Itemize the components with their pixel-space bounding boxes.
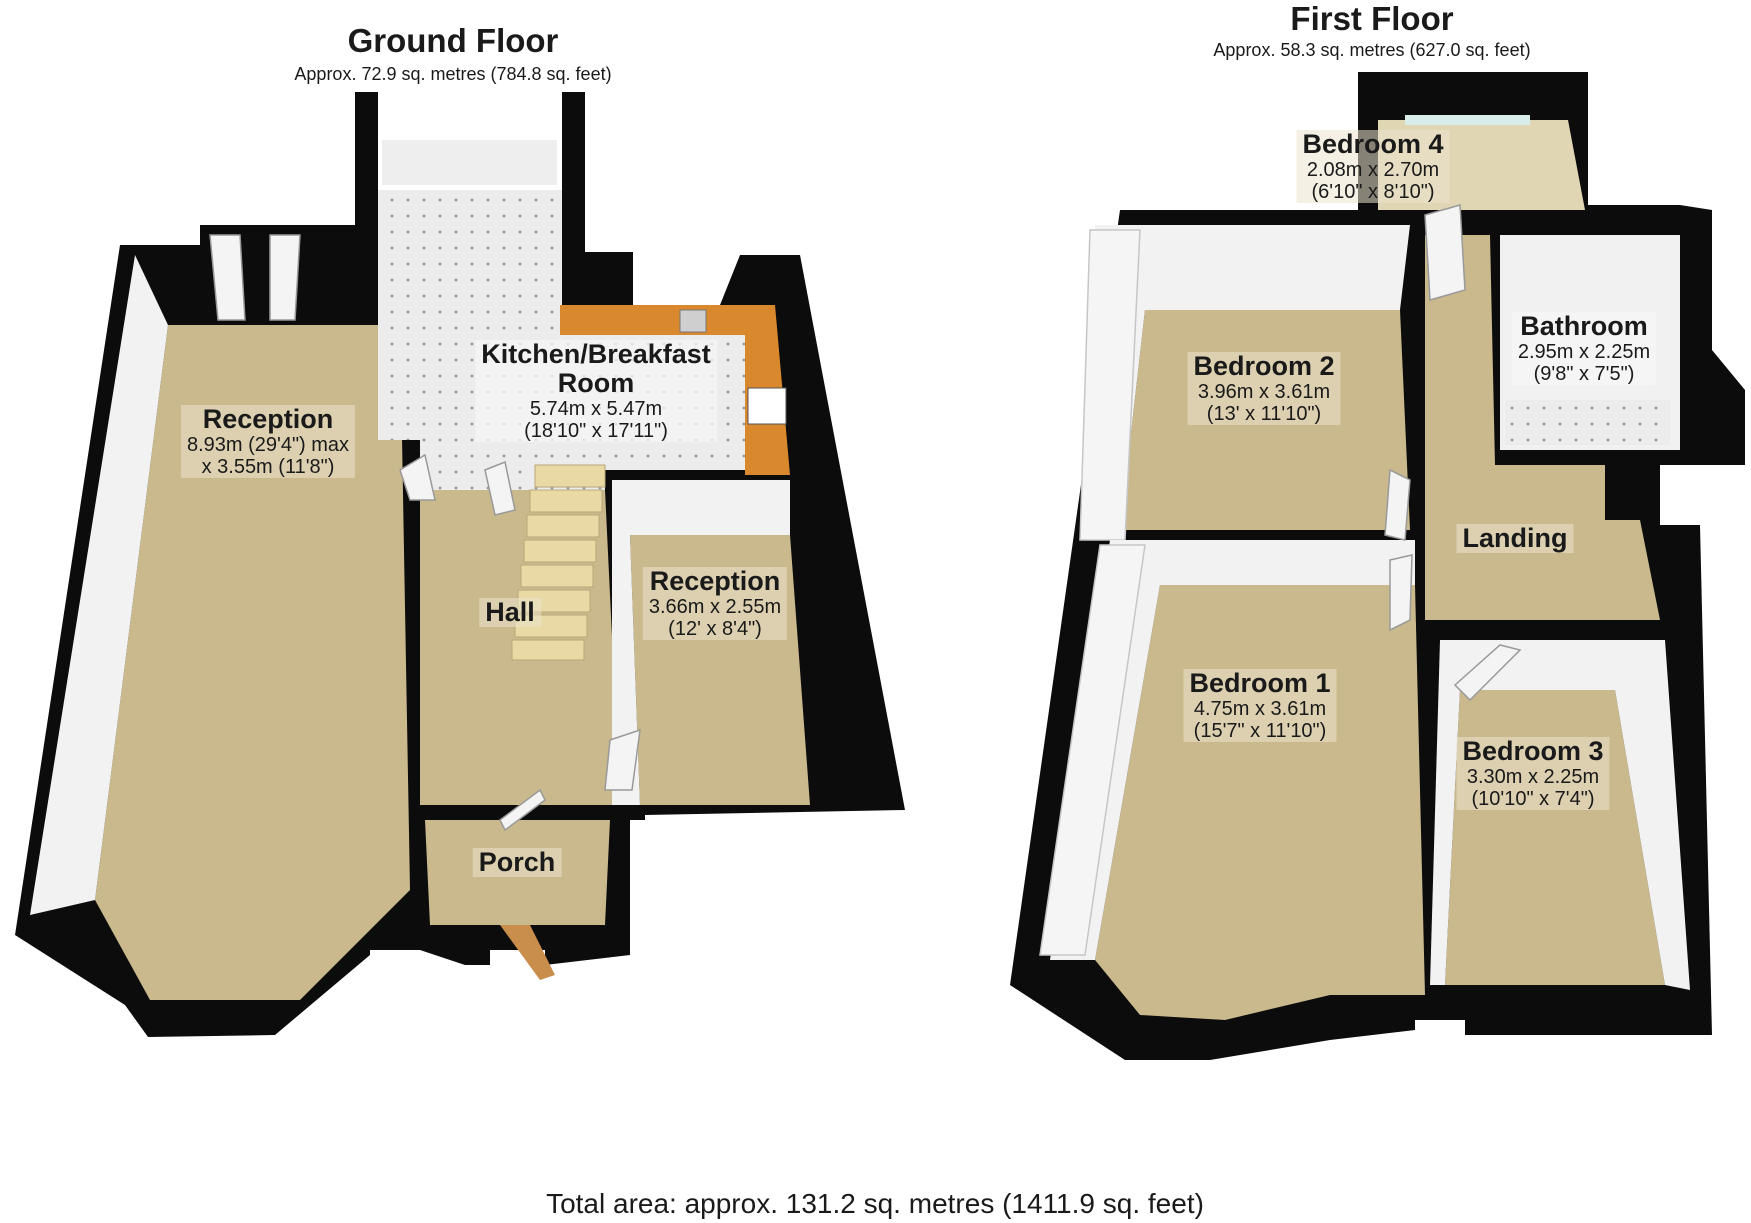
kitchen-sink [679, 309, 707, 333]
first-floor-doors [1384, 204, 1522, 702]
room-dims: 2.95m x 2.25m [1517, 341, 1651, 363]
first-floor-area: Approx. 58.3 sq. metres (627.0 sq. feet) [1213, 40, 1531, 60]
kitchen-window [382, 140, 557, 185]
room-name: Landing [1462, 523, 1568, 553]
room-name-line-2: Room [557, 368, 635, 398]
bathroom-tiles [1505, 400, 1670, 445]
room-label-landing: Landing [1456, 523, 1574, 553]
room-dims: (9'8" x 7'5") [1533, 363, 1635, 385]
room-dims: 4.75m x 3.61m [1193, 698, 1327, 720]
room-dims: 8.93m (29'4") max [186, 434, 350, 456]
room-dims: 2.08m x 2.70m [1306, 159, 1440, 181]
ground-floor-title: Ground Floor [347, 22, 559, 59]
room-name: Bedroom 1 [1189, 668, 1331, 698]
room-label-bedroom-2: Bedroom 2 3.96m x 3.61m (13' x 11'10") [1187, 351, 1341, 425]
room-dims: 3.96m x 3.61m [1197, 381, 1331, 403]
room-dims: 3.30m x 2.25m [1466, 766, 1600, 788]
room-dims: (15'7" x 11'10") [1193, 720, 1327, 742]
room-name: Reception [202, 404, 334, 434]
ground-floor-doors [209, 234, 641, 832]
bedroom-4-window [1405, 115, 1530, 125]
room-name: Hall [485, 597, 535, 627]
kitchen-hob [747, 387, 787, 425]
total-area: Total area: approx. 131.2 sq. metres (14… [546, 1188, 1204, 1219]
ground-floor-area: Approx. 72.9 sq. metres (784.8 sq. feet) [294, 64, 612, 84]
bedroom-2-wall-face [1085, 225, 1410, 530]
landing-floor [1425, 235, 1660, 620]
room-dims: (13' x 11'10") [1206, 403, 1322, 425]
room-label-bathroom: Bathroom 2.95m x 2.25m (9'8" x 7'5") [1511, 311, 1657, 385]
room-name: Bathroom [1520, 311, 1648, 341]
front-door [500, 925, 555, 980]
room-name: Porch [478, 847, 556, 877]
bedroom-1-closets [1039, 544, 1146, 956]
room-label-hall: Hall [479, 598, 541, 627]
bedroom-3-wall-face [1430, 640, 1690, 990]
room-dims: (18'10" x 17'11") [524, 420, 668, 442]
room-dims: (6'10" x 8'10") [1311, 181, 1435, 203]
room-label-reception-small: Reception 3.66m x 2.55m (12' x 8'4") [642, 566, 788, 640]
ground-floor-plan [15, 92, 905, 1037]
room-dims: (12' x 8'4") [668, 618, 762, 640]
room-name: Bedroom 4 [1302, 129, 1444, 159]
first-floor-plan [1010, 72, 1745, 1060]
room-dims: 5.74m x 5.47m [529, 398, 663, 420]
room-name: Kitchen/Breakfast [481, 339, 711, 369]
bedroom-1-wall-face [1050, 540, 1415, 960]
room-label-bedroom-1: Bedroom 1 4.75m x 3.61m (15'7" x 11'10") [1183, 668, 1337, 742]
room-name: Reception [649, 566, 781, 596]
room-label-porch: Porch [472, 847, 562, 877]
room-name: Bedroom 2 [1193, 351, 1335, 381]
room-label-kitchen: Kitchen/Breakfast Room 5.74m x 5.47m (18… [475, 340, 717, 442]
room-dims: x 3.55m (11'8") [201, 456, 335, 478]
room-label-reception-large: Reception 8.93m (29'4") max x 3.55m (11'… [180, 404, 356, 478]
room-dims: (10'10" x 7'4") [1471, 788, 1595, 810]
room-name: Bedroom 3 [1462, 736, 1604, 766]
kitchen-worktop [560, 305, 790, 475]
reception-large-wall-face [30, 255, 168, 915]
reception-large-floor [95, 325, 410, 1000]
room-dims: 3.66m x 2.55m [648, 596, 782, 618]
room-label-bedroom-4: Bedroom 4 2.08m x 2.70m (6'10" x 8'10") [1296, 129, 1450, 203]
first-floor-title: First Floor [1290, 0, 1454, 37]
room-label-bedroom-3: Bedroom 3 3.30m x 2.25m (10'10" x 7'4") [1456, 736, 1610, 810]
bedroom-1-floor [1095, 585, 1425, 1020]
